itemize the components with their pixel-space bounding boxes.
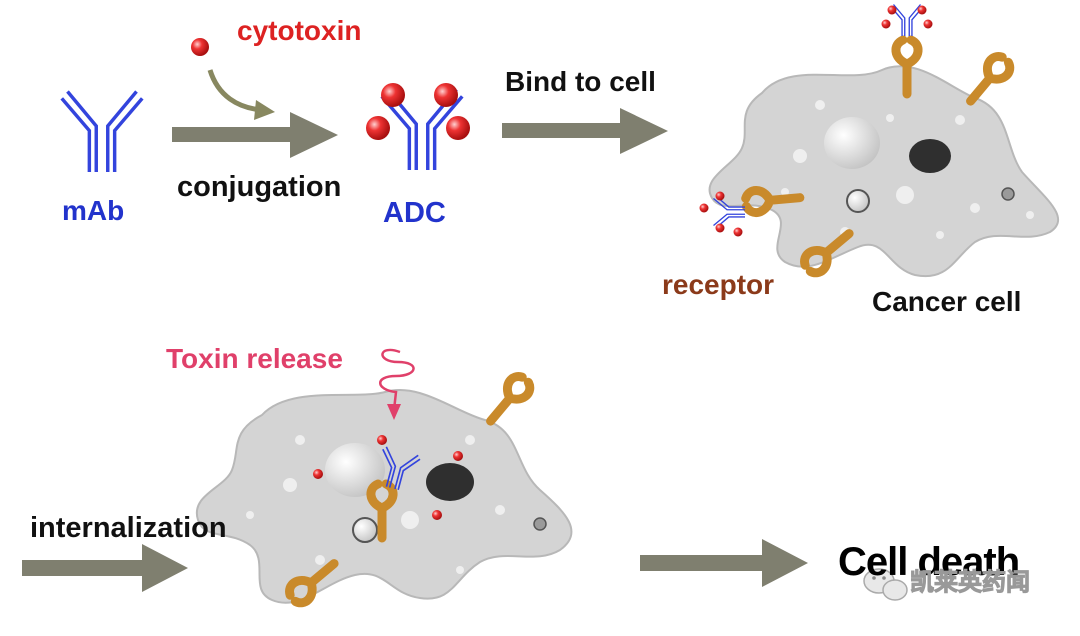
wechat-icon [863, 568, 908, 601]
bound-adc-left [699, 191, 746, 237]
adc-icon [366, 83, 470, 172]
toxin-release-arrowhead [387, 404, 401, 420]
conjugation-label: conjugation [177, 171, 342, 203]
curved-arrowhead [254, 100, 275, 120]
bind-to-cell-label: Bind to cell [505, 66, 656, 97]
mab-antibody-icon [60, 89, 144, 174]
mab-label: mAb [62, 195, 125, 226]
internalization-arrow [22, 544, 188, 592]
cancer-cell-1 [708, 65, 1059, 278]
toxin-release-squiggle [379, 348, 415, 411]
bound-adc-top [881, 3, 933, 37]
released-toxin [377, 435, 387, 445]
cytotoxin-molecule [191, 38, 209, 56]
watermark-text: 凯莱英药闻 [910, 568, 1031, 596]
receptor-label: receptor [662, 269, 775, 300]
receptor-icon [482, 373, 534, 429]
curved-arrow [207, 69, 263, 113]
released-toxin [432, 510, 442, 520]
internalization-label: internalization [30, 512, 227, 544]
conjugation-arrow [172, 112, 338, 158]
released-toxin [313, 469, 323, 479]
cancer-cell-label: Cancer cell [872, 286, 1022, 317]
cell-death-arrow [640, 539, 808, 587]
cancer-cell-2 [195, 389, 573, 604]
cell-death-label: Cell death [838, 540, 1020, 584]
bind-arrow [502, 108, 668, 154]
cytotoxin-label: cytotoxin [237, 15, 362, 46]
released-toxin [453, 451, 463, 461]
adc-label: ADC [383, 197, 446, 229]
toxin-release-label: Toxin release [166, 343, 343, 374]
receptor-icon [962, 53, 1014, 109]
